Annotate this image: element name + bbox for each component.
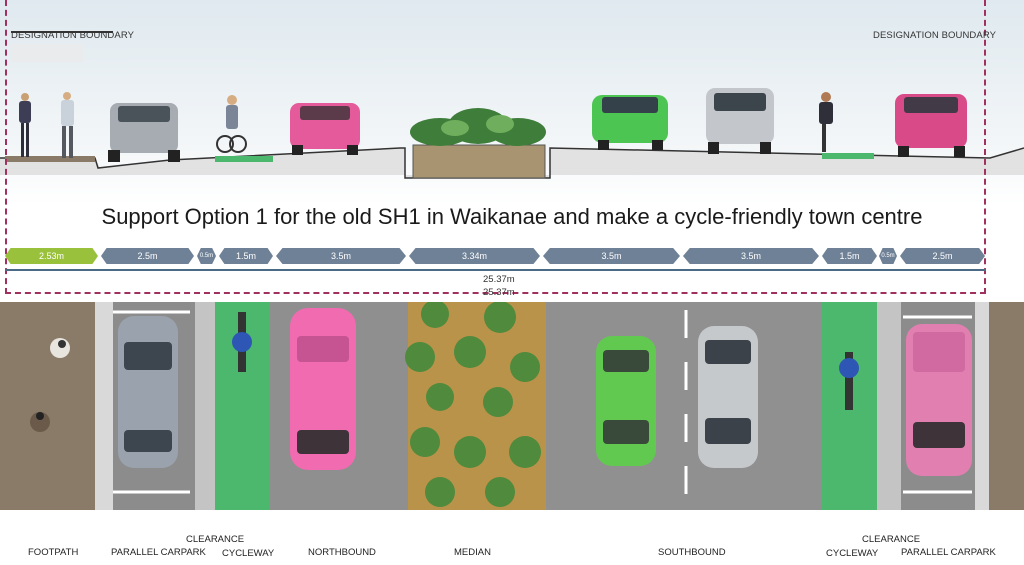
dimension-clearance-right: 0.5m: [879, 248, 897, 264]
dimension-clearance-left: 0.5m: [197, 248, 216, 264]
parking-bay-lines-right: [903, 315, 972, 494]
plan-person-2: [30, 412, 50, 432]
plan-cyclist-right: [839, 352, 859, 410]
section-median-grass-highlight: [441, 115, 514, 136]
dimension-median: 3.34m: [409, 248, 540, 264]
plan-view-illustration: [0, 302, 1024, 510]
car-silver-hatch-front: [706, 88, 774, 154]
headline-title: Support Option 1 for the old SH1 in Waik…: [101, 204, 923, 229]
section-cycleway-right: [822, 153, 874, 159]
plan-car-silver-right: [698, 326, 758, 468]
plan-car-silver-left: [118, 316, 178, 468]
section-cycleway-left: [215, 156, 273, 162]
label-footpath: FOOTPATH: [28, 547, 79, 558]
plan-clearance-left: [195, 302, 215, 510]
section-ground: [0, 148, 1024, 178]
pedestrian-woman-figure: [19, 93, 31, 157]
median-grass-plants: [405, 302, 541, 507]
designation-boundary-right-label: DESIGNATION BOUNDARY: [873, 30, 997, 41]
car-pink-sedan-rear: [290, 103, 360, 155]
label-parallel-carpark-left: PARALLEL CARPARK: [111, 547, 206, 558]
label-parallel-carpark-right: PARALLEL CARPARK: [901, 547, 996, 558]
plan-footpath: [0, 302, 95, 510]
label-median: MEDIAN: [454, 547, 491, 558]
car-green-hatch-front: [592, 95, 668, 150]
dimension-cycleway-right: 1.5m: [822, 248, 877, 264]
designation-left-swatch: [11, 44, 83, 62]
cyclist-left-figure: [216, 95, 247, 153]
total-width-label-repeat: 25.37m: [483, 287, 515, 298]
kerb-right: [975, 302, 989, 510]
plan-cyclist-left: [232, 312, 252, 372]
designation-left-tick: [11, 31, 113, 33]
pedestrian-man-figure: [61, 92, 74, 158]
plan-car-green-right: [596, 336, 656, 466]
plan-footpath-right: [989, 302, 1024, 510]
dimension-northbound: 3.5m: [276, 248, 406, 264]
section-median-planter: [412, 144, 546, 179]
designation-boundary-left-label: DESIGNATION BOUNDARY: [11, 30, 135, 41]
label-clearance-right: CLEARANCE: [862, 534, 921, 545]
label-cycleway-left: CYCLEWAY: [222, 548, 275, 559]
dimension-parallel-carpark-right: 2.5m: [900, 248, 985, 264]
dimension-southbound-lane-1: 3.5m: [543, 248, 680, 264]
parking-bay-lines-left: [113, 310, 190, 494]
section-ground-line: [0, 147, 1024, 179]
plan-clearance-right: [877, 302, 901, 510]
dimension-footpath: 2.53m: [5, 248, 98, 264]
cross-section-illustration: [0, 88, 1024, 179]
label-southbound: SOUTHBOUND: [658, 547, 726, 558]
label-clearance-left: CLEARANCE: [186, 534, 245, 545]
section-footpath-fill: [5, 156, 95, 162]
plan-car-pink-right: [906, 324, 972, 476]
plan-median: [408, 302, 546, 510]
plan-car-pink-left: [290, 308, 356, 470]
total-width-line: [5, 269, 986, 271]
total-width-label: 25.37m: [483, 274, 515, 285]
label-cycleway-right: CYCLEWAY: [826, 548, 879, 559]
plan-southbound-lanes: [546, 302, 822, 510]
designation-boundary-line: [5, 0, 986, 294]
label-northbound: NORTHBOUND: [308, 547, 376, 558]
cyclist-right-figure: [819, 92, 833, 152]
kerb-left: [95, 302, 113, 510]
dimension-parallel-carpark-left: 2.5m: [101, 248, 194, 264]
car-pink-suv-front: [895, 94, 967, 157]
dimension-southbound-lane-2: 3.5m: [683, 248, 819, 264]
plan-person-1: [50, 338, 70, 358]
car-silver-suv-rear: [108, 103, 180, 162]
dimension-cycleway-left: 1.5m: [219, 248, 273, 264]
